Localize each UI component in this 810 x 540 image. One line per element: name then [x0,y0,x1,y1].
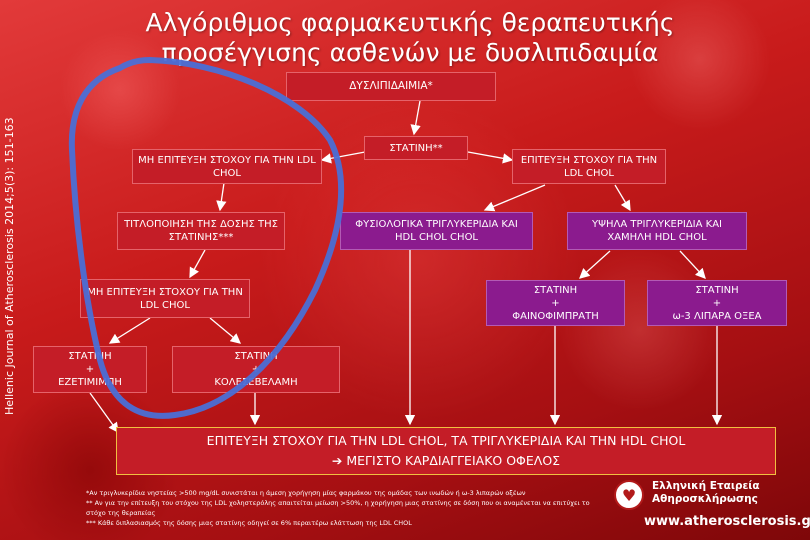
society-logo: ♥ Ελληνική Εταιρεία Αθηροσκλήρωσης www.a… [614,474,810,540]
box-target-ldl: ΕΠΙΤΕΥΞΗ ΣΤΟΧΟΥ ΓΙΑ ΤΗΝ LDL CHOL [512,149,666,184]
title-line-1: Αλγόριθμος φαρμακευτικής θεραπευτικής [145,8,675,37]
page-title: Αλγόριθμος φαρμακευτικής θεραπευτικής πρ… [60,8,760,68]
arrow-target-to-normal [483,184,546,212]
arrow-ezetimibe-to-bottom [89,392,119,434]
arrow-titration-to-notarget2 [189,249,206,279]
box-no-target-ldl: ΜΗ ΕΠΙΤΕΥΞΗ ΣΤΟΧΟΥ ΓΙΑ ΤΗΝ LDL CHOL [132,149,322,184]
box-statin-fenofibrate: ΣΤΑΤΙΝΗ + ΦΑΙΝΟΦΙΜΠΡΑΤΗ [486,280,625,326]
arrow-notarget2-to-ezetimibe [108,317,151,344]
arrow-right-icon: ➔ [331,453,343,468]
box-statin: ΣΤΑΤΙΝΗ** [364,136,468,160]
footnote-3: *** Κάθε διπλασιασμός της δόσης μιας στα… [86,519,412,527]
title-line-2: προσέγγισης ασθενών με δυσλιπιδαιμία [161,38,659,67]
heart-emblem-icon: ♥ [614,480,644,510]
society-name-line-1: Ελληνική Εταιρεία [652,480,760,492]
arrow-high-to-fenofibrate [579,250,611,279]
box-statin-omega3: ΣΤΑΤΙΝΗ + ω-3 ΛΙΠΑΡΑ ΟΞΕΑ [647,280,787,326]
footnote-2: ** Αν για την επίτευξη του στόχου της LD… [86,499,590,517]
box-statin-titration: ΤΙΤΛΟΠΟΙΗΣΗ ΤΗΣ ΔΟΣΗΣ ΤΗΣ ΣΤΑΤΙΝΗΣ*** [117,212,285,250]
footnotes: *Αν τριγλυκερίδια νηστείας >500 mg/dL συ… [86,488,606,528]
box-no-target-ldl-2: ΜΗ ΕΠΙΤΕΥΞΗ ΣΤΟΧΟΥ ΓΙΑ ΤΗΝ LDL CHOL [80,279,250,318]
box-high-triglycerides: ΥΨΗΛΑ ΤΡΙΓΛΥΚΕΡΙΔΙΑ ΚΑΙ ΧΑΜΗΛΗ HDL CHOL [567,212,747,250]
society-name: Ελληνική Εταιρεία Αθηροσκλήρωσης [652,480,760,506]
society-name-line-2: Αθηροσκλήρωσης [652,493,758,505]
box-normal-triglycerides: ΦΥΣΙΟΛΟΓΙΚΑ ΤΡΙΓΛΥΚΕΡΙΔΙΑ ΚΑΙ HDL CHOL C… [340,212,533,250]
outcome-benefit: ΜΕΓΙΣΤΟ ΚΑΡΔΙΑΓΓΕΙΑΚΟ ΟΦΕΛΟΣ [346,453,561,468]
arrow-target-to-high [614,184,631,212]
outcome-line-2: ➔ ΜΕΓΙΣΤΟ ΚΑΡΔΙΑΓΓΕΙΑΚΟ ΟΦΕΛΟΣ [117,451,775,471]
box-dyslipidemia: ΔΥΣΛΙΠΙΔΑΙΜΙΑ* [286,72,496,101]
arrow-dys-to-statin [410,100,421,136]
society-url[interactable]: www.atherosclerosis.gr [644,514,810,529]
arrow-high-to-omega3 [679,250,706,279]
footnote-1: *Αν τριγλυκερίδια νηστείας >500 mg/dL συ… [86,489,526,497]
outcome-line-1: ΕΠΙΤΕΥΞΗ ΣΤΟΧΟΥ ΓΙΑ ΤΗΝ LDL CHOL, ΤΑ ΤΡΙ… [206,433,686,448]
box-statin-ezetimibe: ΣΤΑΤΙΝΗ + ΕΖΕΤΙΜΙΜΠΗ [33,346,147,393]
arrow-notarget-to-titration [216,182,227,212]
arrow-notarget2-to-colesevelam [209,317,241,344]
arrow-statin-to-notarget [320,151,366,164]
box-final-outcome: ΕΠΙΤΕΥΞΗ ΣΤΟΧΟΥ ΓΙΑ ΤΗΝ LDL CHOL, ΤΑ ΤΡΙ… [116,427,776,475]
arrow-statin-to-target [467,151,514,164]
